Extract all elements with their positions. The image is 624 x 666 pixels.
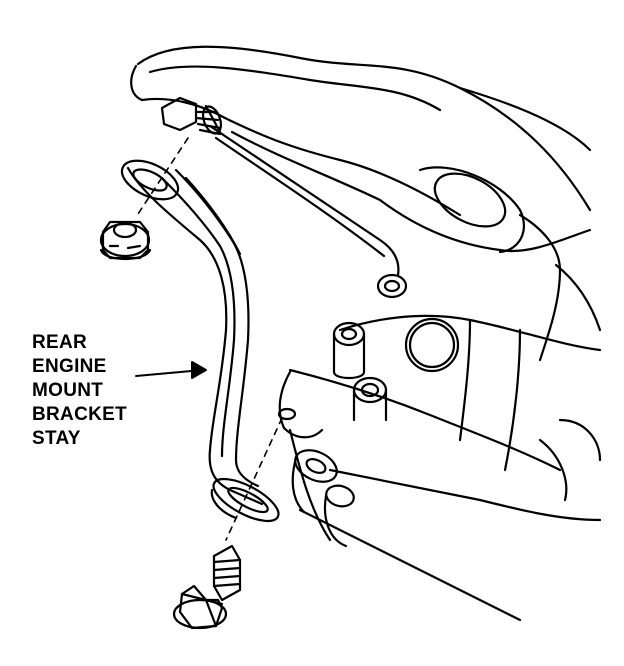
- callout-line-2: ENGINE: [32, 356, 107, 377]
- alignment-lines: [137, 137, 283, 541]
- leader-arrow: [135, 361, 207, 379]
- rear-engine-mount-bracket-stay: [120, 159, 280, 523]
- callout-line-3: MOUNT: [32, 380, 104, 401]
- engine-mount-frame: [130, 45, 602, 622]
- threaded-stud: [160, 96, 223, 136]
- flange-bolt: [172, 544, 242, 630]
- callout-line-1: REAR: [32, 332, 88, 353]
- callout-line-5: STAY: [32, 428, 81, 449]
- stay-callout-label: REAR ENGINE MOUNT BRACKET STAY: [32, 331, 127, 451]
- callout-line-4: BRACKET: [32, 404, 127, 425]
- flange-nut: [99, 220, 152, 260]
